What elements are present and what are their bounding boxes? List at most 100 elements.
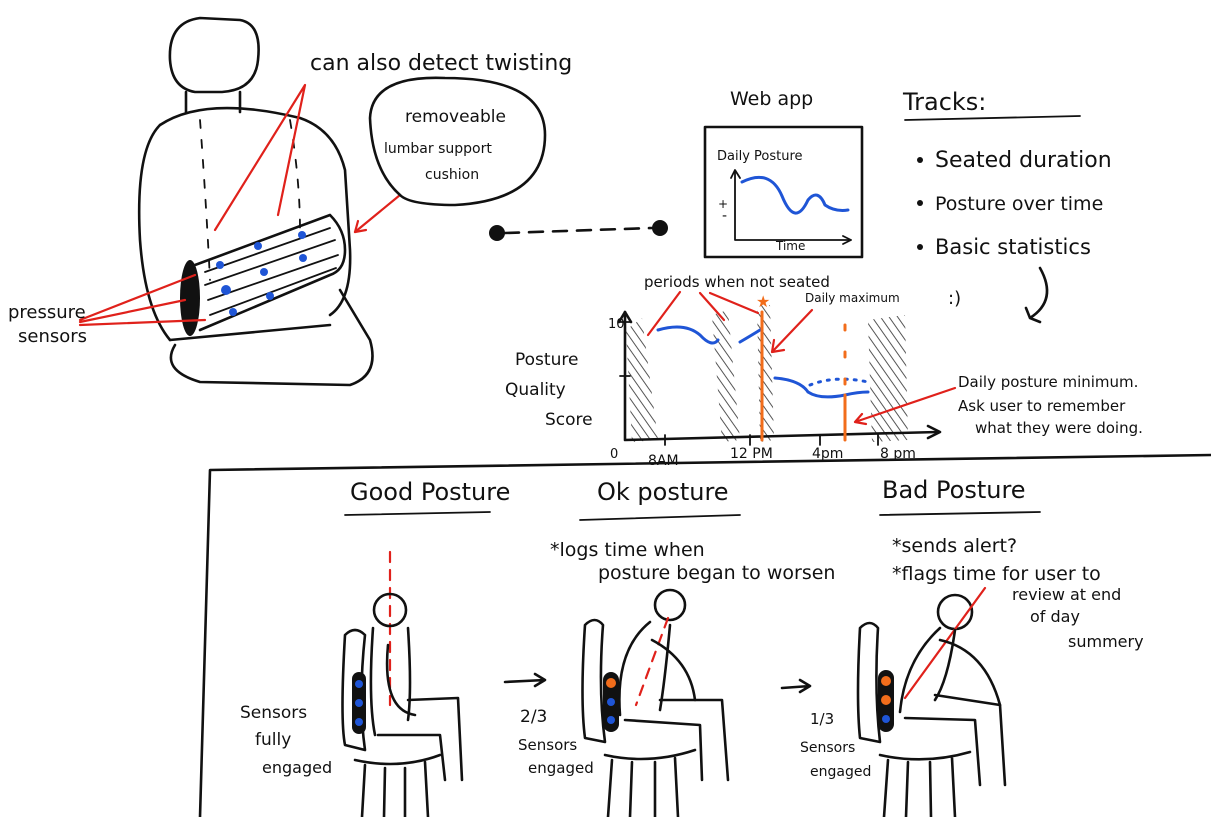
- track-item-2: Posture over time: [935, 193, 1103, 215]
- posture-line-dotted: [810, 379, 868, 385]
- good-title: Good Posture: [350, 478, 510, 506]
- tracks-underline: [905, 116, 1080, 120]
- lower-panel-frame: [200, 455, 1211, 817]
- bubble-line-3: cushion: [425, 167, 479, 183]
- x-tick-8am: 8AM: [648, 453, 679, 469]
- hatch-region-3: [757, 305, 774, 442]
- ok-sensor-top: [606, 678, 616, 688]
- bubble-line-1: removeable: [405, 107, 506, 127]
- bad-sensor-mid: [881, 695, 891, 705]
- bad-caption-1: 1/3: [810, 710, 834, 728]
- ok-posture-panel: Ok posture *logs time when posture began…: [518, 478, 835, 817]
- pressure-label-2: sensors: [18, 326, 87, 347]
- note-max: Daily maximum: [805, 291, 900, 305]
- bullet-2: [917, 200, 923, 206]
- mini-y-minus: -: [722, 208, 727, 224]
- seat-to-app-connector: [489, 220, 668, 241]
- twist-note: can also detect twisting: [310, 51, 572, 76]
- ok-sensor-bottom: [607, 716, 615, 724]
- bad-note-1: *sends alert?: [892, 535, 1017, 557]
- good-underline: [345, 512, 490, 515]
- posture-line-segment-2: [740, 330, 760, 342]
- bad-note-4: of day: [1030, 607, 1080, 626]
- pressure-label-1: pressure: [8, 302, 86, 323]
- bullet-3: [917, 244, 923, 250]
- backrest-seam: [200, 120, 210, 280]
- arrow-good-to-ok: [505, 674, 545, 686]
- bad-caption-2: Sensors: [800, 740, 855, 756]
- web-app-title: Web app: [730, 88, 813, 110]
- bad-sensor-bottom: [882, 715, 890, 723]
- note-min-2: Ask user to remember: [958, 397, 1126, 415]
- bad-arm: [940, 640, 1000, 705]
- bullet-1: [917, 157, 923, 163]
- mini-x-label: Time: [775, 239, 805, 253]
- bad-underline: [880, 512, 1040, 515]
- ok-caption-2: Sensors: [518, 736, 577, 754]
- y-tick-zero: 0: [610, 447, 618, 462]
- y-label-3: Score: [545, 410, 593, 430]
- bad-chair-back: [858, 623, 880, 742]
- ok-sensor-mid: [607, 698, 615, 706]
- y-label-2: Quality: [505, 380, 566, 400]
- y-label-1: Posture: [515, 350, 578, 370]
- connector-dot-right: [652, 220, 668, 236]
- ok-note-2: posture began to worsen: [598, 562, 835, 584]
- hatch-region-4: [868, 315, 908, 442]
- note-periods: periods when not seated: [644, 273, 830, 291]
- cushion-bubble: removeable lumbar support cushion: [370, 78, 545, 205]
- good-chair-seat: [355, 755, 440, 817]
- hatch-region-2: [712, 310, 740, 442]
- ok-title: Ok posture: [597, 478, 729, 506]
- mini-chart-title: Daily Posture: [717, 149, 803, 164]
- bad-sensor-top: [881, 676, 891, 686]
- cushion-stripes: [205, 228, 338, 315]
- track-item-1: Seated duration: [935, 148, 1112, 173]
- tracks-list: Seated duration Posture over time Basic …: [917, 148, 1112, 259]
- bad-chair-seat: [880, 752, 970, 817]
- bad-note-5: summery: [1068, 632, 1144, 651]
- note-min-1: Daily posture minimum.: [958, 373, 1138, 391]
- good-posture-panel: Good Posture Sensors fully engaged: [240, 478, 510, 817]
- web-app-screen: [705, 127, 862, 257]
- bubble-line-2: lumbar support: [384, 141, 492, 157]
- bad-legs: [905, 695, 1005, 785]
- posture-line-segment-1: [658, 327, 718, 343]
- cushion-end-cap: [180, 260, 200, 336]
- arrow-ok-to-bad: [782, 680, 810, 692]
- tracks-arrow: [1026, 268, 1047, 322]
- mini-chart-line: [742, 177, 848, 213]
- bad-caption-3: engaged: [810, 764, 871, 780]
- connector-dot-left: [489, 225, 505, 241]
- bad-posture-panel: Bad Posture *sends alert? *flags time fo…: [800, 476, 1144, 817]
- daily-max-star: ★: [756, 292, 770, 311]
- ok-underline: [580, 515, 740, 520]
- good-legs: [378, 698, 462, 780]
- track-item-3: Basic statistics: [935, 235, 1091, 259]
- note-min-3: what they were doing.: [975, 419, 1143, 437]
- ok-caption-3: engaged: [528, 759, 594, 777]
- hatch-region-1: [626, 318, 658, 442]
- bad-note-3: review at end: [1012, 585, 1121, 604]
- connector-dashes: [505, 228, 652, 233]
- mini-chart-arrowheads: [731, 170, 851, 244]
- cushion-pointer-line: [355, 195, 400, 232]
- ok-arm: [652, 640, 695, 700]
- x-tick-12pm: 12 PM: [730, 446, 773, 462]
- web-app-frame: Daily Posture + - Time: [705, 127, 862, 257]
- max-pointer: [772, 310, 812, 352]
- ok-chair-seat: [605, 750, 695, 817]
- headrest-shape: [170, 18, 259, 92]
- ok-chair-back: [583, 620, 606, 742]
- bad-title: Bad Posture: [882, 476, 1026, 504]
- bad-note-2: *flags time for user to: [892, 563, 1101, 585]
- smiley: :): [948, 288, 961, 309]
- good-caption-2: fully: [255, 730, 291, 750]
- posture-chart: Posture Quality Score 10 0 ★ 8AM 12 PM 4…: [505, 273, 1143, 469]
- mini-chart-axes: [735, 172, 850, 240]
- ok-head: [655, 590, 685, 620]
- tracks-heading: Tracks:: [902, 88, 986, 116]
- good-caption-3: engaged: [262, 758, 332, 777]
